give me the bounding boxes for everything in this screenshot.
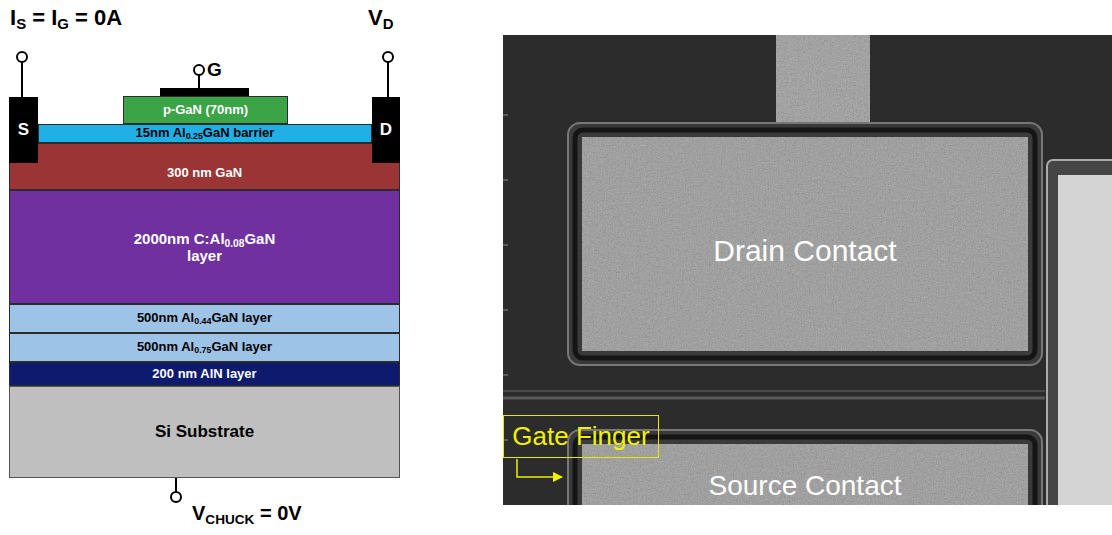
- terminal-dot: [171, 492, 181, 502]
- callout-box: Gate Finger: [503, 415, 659, 458]
- source-metal: S: [9, 97, 38, 163]
- bias-condition: IS = IG = 0A: [10, 5, 122, 31]
- terminal-dot: [17, 52, 27, 62]
- p-gan-layer: p-GaN (70nm): [123, 96, 288, 124]
- terminal-wire: [198, 75, 200, 88]
- buffer-layer-text: 2000nm C:Al0.08GaN layer: [130, 230, 280, 265]
- source-metal-text: S: [18, 120, 29, 140]
- transition-layer-text: 500nm Al0.44GaN layer: [137, 311, 272, 326]
- terminal-label: VCHUCK = 0V: [192, 502, 302, 525]
- terminal-wire: [21, 62, 23, 97]
- contact-pad: Drain Contact: [582, 137, 1028, 351]
- barrier-layer-text: 15nm Al0.25GaN barrier: [136, 126, 275, 141]
- micrograph: [0, 35, 1112, 535]
- transition-layer-text: 500nm Al0.75GaN layer: [137, 340, 272, 355]
- transition-layer: 500nm Al0.44GaN layer: [9, 304, 400, 333]
- terminal-dot: [383, 52, 393, 62]
- drain-metal: D: [372, 97, 400, 163]
- p-gan-layer-text: p-GaN (70nm): [163, 103, 248, 118]
- gan-channel-layer-text: 300 nm GaN: [167, 166, 242, 181]
- contact-pad-text: Drain Contact: [713, 234, 896, 269]
- terminal-wire: [387, 62, 389, 97]
- substrate-layer-text: Si Substrate: [155, 422, 254, 442]
- callout-box-text: Gate Finger: [512, 422, 649, 452]
- terminal-label: VD: [368, 5, 394, 31]
- contact-pad-text: Source Contact: [709, 470, 902, 502]
- nucleation-layer-text: 200 nm AlN layer: [152, 367, 256, 382]
- buffer-layer: 2000nm C:Al0.08GaN layer: [9, 190, 400, 304]
- gate-metal: G: [160, 88, 249, 96]
- contact-pad: Source Contact: [582, 444, 1028, 505]
- barrier-layer: 15nm Al0.25GaN barrier: [38, 124, 372, 143]
- gate-metal-text: G: [207, 59, 222, 81]
- gan-channel-layer: 300 nm GaN: [9, 143, 400, 190]
- terminal-wire: [175, 478, 177, 492]
- nucleation-layer: 200 nm AlN layer: [9, 362, 400, 386]
- drain-metal-text: D: [380, 120, 392, 140]
- terminal-dot: [194, 65, 204, 75]
- transition-layer: 500nm Al0.75GaN layer: [9, 333, 400, 362]
- substrate-layer: Si Substrate: [9, 386, 400, 478]
